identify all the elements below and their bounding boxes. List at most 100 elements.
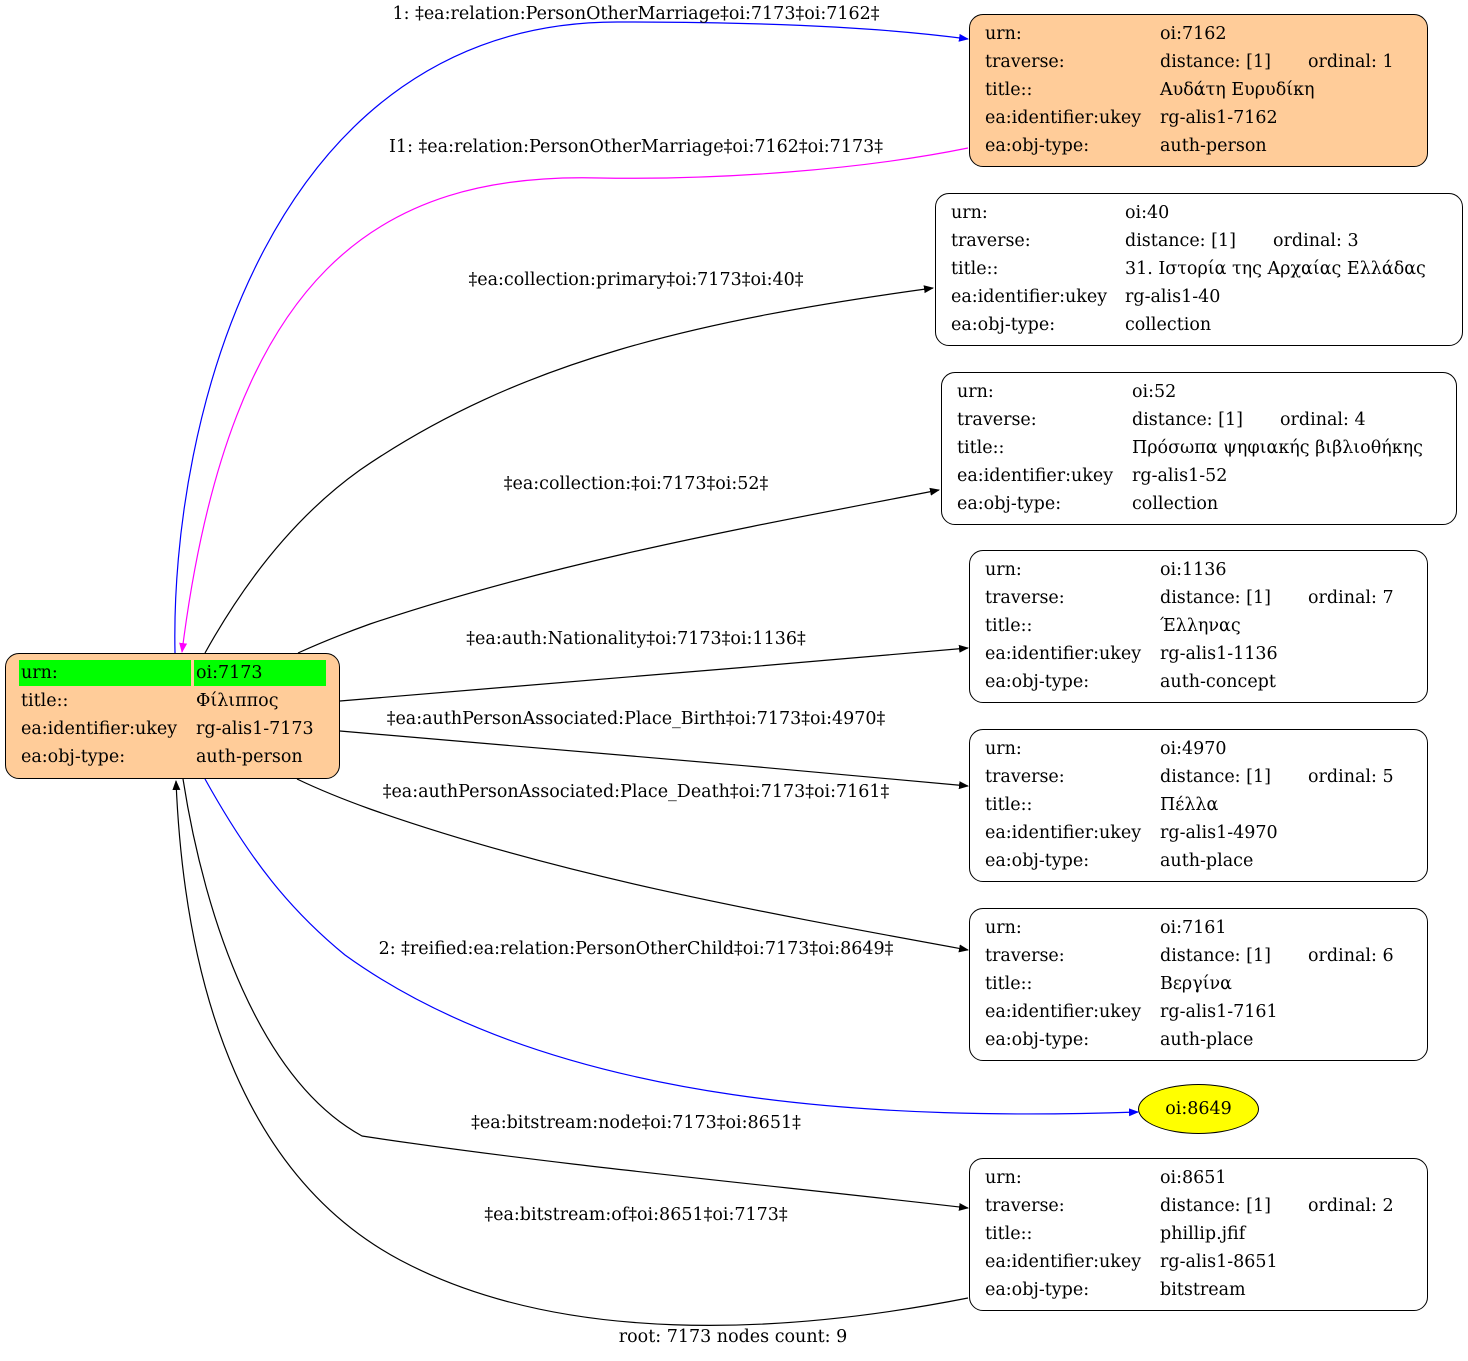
row-key: urn: xyxy=(985,24,1022,44)
row-key: title:: xyxy=(985,1224,1033,1244)
node-objtype-value: collection xyxy=(1125,315,1212,335)
row-key: traverse: xyxy=(951,231,1031,251)
node-objtype-value: collection xyxy=(1132,494,1219,514)
node-distance-value: distance: [1] xyxy=(1160,1196,1271,1216)
edge-label-bitstream-of: ‡ea:bitstream:of‡oi:8651‡oi:7173‡ xyxy=(484,1205,788,1225)
node-ukey-value: rg-alis1-7161 xyxy=(1160,1002,1278,1022)
node-objtype-value: auth-concept xyxy=(1160,672,1276,692)
edge-label-child: 2: ‡reified:ea:relation:PersonOtherChild… xyxy=(378,939,894,959)
ellipse-label: oi:8649 xyxy=(1165,1099,1232,1119)
row-key: title:: xyxy=(985,80,1033,100)
row-key: ea:obj-type: xyxy=(985,136,1090,156)
row-key: ea:identifier:ukey xyxy=(985,108,1142,128)
node-row-urn: urn: oi:7162 xyxy=(970,20,1427,48)
row-key: urn: xyxy=(957,382,994,402)
node-title-value: Βεργίνα xyxy=(1160,974,1232,994)
node-row-title: title::Πέλλα xyxy=(970,791,1427,819)
node-urn-value: oi:52 xyxy=(1132,382,1177,402)
row-key: urn: xyxy=(985,918,1022,938)
row-key: ea:obj-type: xyxy=(985,1030,1090,1050)
row-key: traverse: xyxy=(985,588,1065,608)
node-row-objtype: ea:obj-type: auth-concept xyxy=(970,668,1427,696)
row-key: ea:identifier:ukey xyxy=(985,1002,1142,1022)
row-key: title:: xyxy=(985,795,1033,815)
node-title-value: phillip.jfif xyxy=(1160,1224,1246,1244)
node-row-traverse: traverse:distance: [1]ordinal: 4 xyxy=(942,406,1456,434)
node-row-objtype: ea:obj-type:auth-place xyxy=(970,1026,1427,1054)
node-row-ukey: ea:identifier:ukey rg-alis1-8651 xyxy=(970,1248,1427,1276)
edge-bitstream-node xyxy=(182,778,969,1211)
root-objtype-key: ea:obj-type: xyxy=(21,747,126,767)
root-objtype-value: auth-person xyxy=(196,747,303,767)
node-title-value: Έλληνας xyxy=(1160,616,1241,636)
node-urn-value: oi:8651 xyxy=(1160,1168,1227,1188)
node-title-value: Αυδάτη Ευρυδίκη xyxy=(1160,80,1315,100)
edge-child xyxy=(204,778,1139,1117)
row-key: urn: xyxy=(985,1168,1022,1188)
row-key: traverse: xyxy=(985,767,1065,787)
row-key: ea:obj-type: xyxy=(957,494,1062,514)
node-oi-4970[interactable]: urn:oi:4970 traverse:distance: [1]ordina… xyxy=(969,729,1428,882)
row-key: ea:obj-type: xyxy=(985,672,1090,692)
edge-marriage-in xyxy=(179,147,969,653)
node-oi-52[interactable]: urn: oi:52 traverse:distance: [1]ordinal:… xyxy=(941,372,1457,525)
edge-place-birth xyxy=(339,730,969,790)
root-node-oi-7173[interactable]: urn: oi:7173 title:: Φίλιππος ea:identif… xyxy=(5,653,340,779)
row-key: ea:identifier:ukey xyxy=(985,1252,1142,1272)
node-oi-40[interactable]: urn:oi:40 traverse:distance: [1]ordinal:… xyxy=(935,193,1463,346)
node-distance-value: distance: [1] xyxy=(1160,52,1271,72)
node-row-objtype: ea:obj-type:auth-place xyxy=(970,847,1427,875)
node-row-title: title::Έλληνας xyxy=(970,612,1427,640)
edge-label-collection-primary: ‡ea:collection:primary‡oi:7173‡oi:40‡ xyxy=(468,270,804,290)
edge-label-marriage-out: 1: ‡ea:relation:PersonOtherMarriage‡oi:7… xyxy=(392,4,880,24)
node-distance-value: distance: [1] xyxy=(1160,767,1271,787)
root-title-value: Φίλιππος xyxy=(196,691,279,711)
root-row-urn: urn: oi:7173 xyxy=(6,659,339,687)
edge-label-place-death: ‡ea:authPersonAssociated:Place_Death‡oi:… xyxy=(382,782,890,802)
root-row-objtype: ea:obj-type: auth-person xyxy=(6,743,339,771)
node-title-value: Πέλλα xyxy=(1160,795,1219,815)
edge-label-bitstream-node: ‡ea:bitstream:node‡oi:7173‡oi:8651‡ xyxy=(471,1113,801,1133)
row-key: ea:identifier:ukey xyxy=(951,287,1108,307)
node-row-title: title::31. Ιστορία της Αρχαίας Ελλάδας xyxy=(936,255,1462,283)
root-urn-key-highlight xyxy=(19,660,191,686)
node-row-title: title::phillip.jfif xyxy=(970,1220,1427,1248)
node-urn-value: oi:1136 xyxy=(1160,560,1227,580)
node-ordinal-value: ordinal: 1 xyxy=(1308,52,1394,72)
node-row-objtype: ea:obj-type: collection xyxy=(942,490,1456,518)
node-row-title: title::Αυδάτη Ευρυδίκη xyxy=(970,76,1427,104)
node-urn-value: oi:7161 xyxy=(1160,918,1227,938)
node-row-objtype: ea:obj-type:bitstream xyxy=(970,1276,1427,1304)
node-row-traverse: traverse:distance: [1]ordinal: 7 xyxy=(970,584,1427,612)
node-ordinal-value: ordinal: 6 xyxy=(1308,946,1394,966)
node-oi-7162[interactable]: urn:oi:7162 traverse:distance: [1]ordina… xyxy=(969,14,1428,167)
row-key: title:: xyxy=(985,616,1033,636)
node-urn-value: oi:7162 xyxy=(1160,24,1227,44)
row-key: ea:obj-type: xyxy=(985,1280,1090,1300)
row-key: traverse: xyxy=(985,946,1065,966)
node-oi-8651[interactable]: urn:oi:8651 traverse:distance: [1]ordina… xyxy=(969,1158,1428,1311)
node-oi-8649[interactable]: oi:8649 xyxy=(1138,1084,1259,1134)
row-key: ea:identifier:ukey xyxy=(957,466,1114,486)
row-key: urn: xyxy=(985,739,1022,759)
node-oi-7161[interactable]: urn:oi:7161 traverse:distance: [1]ordina… xyxy=(969,908,1428,1061)
node-ukey-value: rg-alis1-8651 xyxy=(1160,1252,1278,1272)
edge-label-collection: ‡ea:collection:‡oi:7173‡oi:52‡ xyxy=(503,474,769,494)
edge-collection-primary xyxy=(204,285,934,654)
node-row-ukey: ea:identifier:ukey rg-alis1-7161 xyxy=(970,998,1427,1026)
row-key: urn: xyxy=(985,560,1022,580)
node-row-traverse: traverse:distance: [1]ordinal: 3 xyxy=(936,227,1462,255)
node-row-urn: urn:oi:4970 xyxy=(970,735,1427,763)
edge-bitstream-of xyxy=(172,780,969,1326)
edge-marriage-out xyxy=(174,21,969,654)
edge-label-place-birth: ‡ea:authPersonAssociated:Place_Birth‡oi:… xyxy=(386,709,886,729)
node-oi-1136[interactable]: urn: oi:1136 traverse:distance: [1]ordina… xyxy=(969,550,1428,703)
root-row-title: title:: Φίλιππος xyxy=(6,687,339,715)
edge-place-death xyxy=(296,778,969,953)
node-objtype-value: auth-place xyxy=(1160,851,1254,871)
